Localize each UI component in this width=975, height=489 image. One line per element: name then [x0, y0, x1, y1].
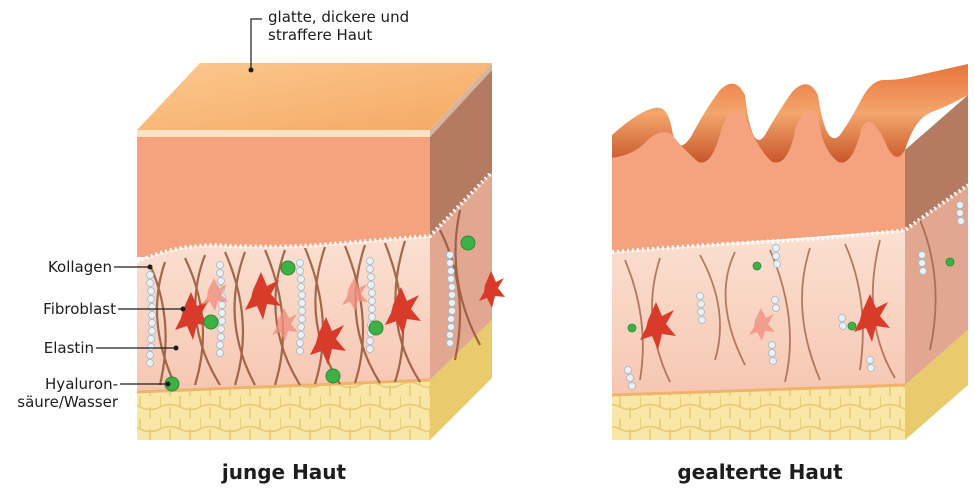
label-hyaluronic: Hyaluron-säure/Wasser — [17, 375, 118, 411]
label-collagen: Kollagen — [48, 258, 112, 276]
label-elastin: Elastin — [44, 339, 94, 357]
label-hyaluronic-text: Hyaluron-säure/Wasser — [17, 375, 118, 411]
caption-young-skin: junge Haut — [214, 460, 354, 484]
young-skin-block — [137, 63, 505, 440]
young-epidermis-top — [137, 63, 492, 130]
caption-aged-skin: gealterte Haut — [670, 460, 850, 484]
label-fibroblast: Fibroblast — [43, 300, 116, 318]
young-stratum-band — [137, 130, 430, 137]
aged-skin-block — [612, 64, 968, 440]
